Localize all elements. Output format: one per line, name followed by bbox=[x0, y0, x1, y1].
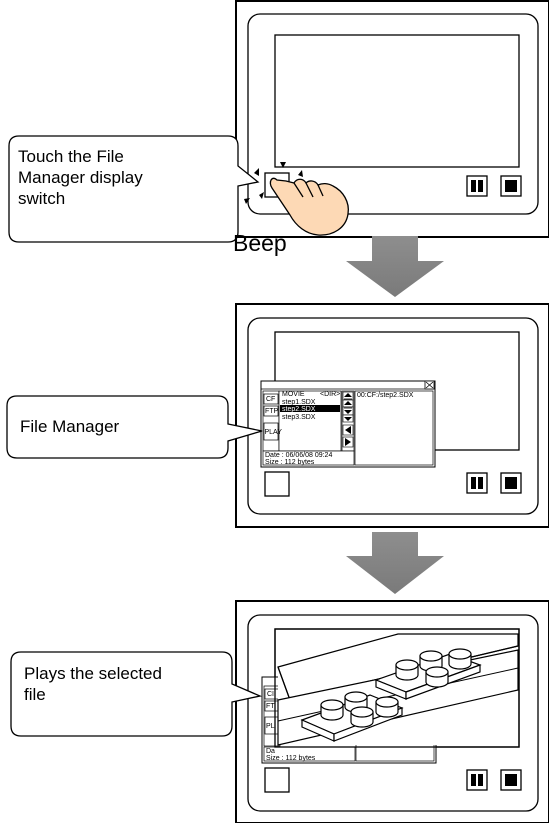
close-icon[interactable] bbox=[424, 380, 435, 390]
callout-bubble-3 bbox=[10, 651, 263, 737]
file-manager-display-switch-3[interactable] bbox=[264, 767, 290, 793]
scroll-top-icon[interactable] bbox=[342, 391, 354, 401]
callout-text-2: File Manager bbox=[20, 417, 120, 436]
ftp-button-label: FTP bbox=[265, 408, 279, 415]
scroll-left-icon[interactable] bbox=[342, 424, 354, 436]
partial-ftp-label: FT bbox=[266, 703, 275, 710]
pause-button-3[interactable] bbox=[466, 769, 488, 791]
callout-3-line-1: Plays the selected bbox=[24, 664, 162, 683]
partial-size: Size : 112 bytes bbox=[266, 755, 316, 762]
file-row-name-selected[interactable]: step2.SDX bbox=[282, 406, 316, 413]
cf-button[interactable] bbox=[263, 393, 279, 405]
callout-1-line-2: Manager display bbox=[18, 168, 143, 187]
stop-button-3[interactable] bbox=[500, 769, 522, 791]
file-date: Date : 06/06/08 09:24 bbox=[265, 452, 332, 459]
callout-1-line-1: Touch the File bbox=[18, 147, 124, 166]
callout-text-1: Touch the File Manager display switch bbox=[18, 146, 143, 209]
down-arrow-1 bbox=[346, 236, 444, 297]
touch-ripple-icon bbox=[244, 162, 303, 204]
cf-button-label: CF bbox=[266, 396, 275, 403]
selected-row-highlight bbox=[280, 405, 340, 412]
file-size: Size : 112 bytes bbox=[265, 459, 315, 466]
play-button[interactable] bbox=[263, 422, 279, 441]
pause-button-2[interactable] bbox=[466, 472, 488, 494]
down-arrow-2 bbox=[346, 532, 444, 594]
beep-sound-label: Beep bbox=[233, 230, 287, 256]
partial-play-label: PL bbox=[266, 723, 275, 730]
stop-button-2[interactable] bbox=[500, 472, 522, 494]
file-row-name[interactable]: MOVIE bbox=[282, 391, 305, 398]
pointing-hand-icon bbox=[269, 177, 349, 236]
partial-cf-label: CI bbox=[267, 691, 274, 698]
video-playback bbox=[274, 628, 520, 748]
callout-3-line-2: file bbox=[24, 685, 46, 704]
scroll-bottom-icon[interactable] bbox=[342, 406, 354, 416]
scroll-right-icon[interactable] bbox=[342, 436, 354, 448]
callout-text-3: Plays the selected file bbox=[24, 663, 162, 705]
file-manager-display-switch-2[interactable] bbox=[264, 471, 290, 497]
play-button-label: PLAY bbox=[265, 429, 283, 436]
callout-bubble-1 bbox=[8, 135, 260, 243]
file-path: 00:CF:/step2.SDX bbox=[357, 392, 414, 399]
file-row-name[interactable]: step3.SDX bbox=[282, 414, 316, 421]
callout-1-line-3: switch bbox=[18, 189, 66, 208]
callout-bubble-2 bbox=[6, 395, 263, 459]
scroll-up-icon[interactable] bbox=[342, 399, 354, 408]
file-row-name[interactable]: step1.SDX bbox=[282, 399, 316, 406]
partial-date: Da bbox=[266, 748, 275, 755]
pause-button-1[interactable] bbox=[466, 175, 488, 197]
ftp-button[interactable] bbox=[263, 405, 279, 417]
scroll-down-icon[interactable] bbox=[342, 414, 354, 423]
file-row-type: <DIR> bbox=[320, 391, 340, 398]
stop-button-1[interactable] bbox=[500, 175, 522, 197]
